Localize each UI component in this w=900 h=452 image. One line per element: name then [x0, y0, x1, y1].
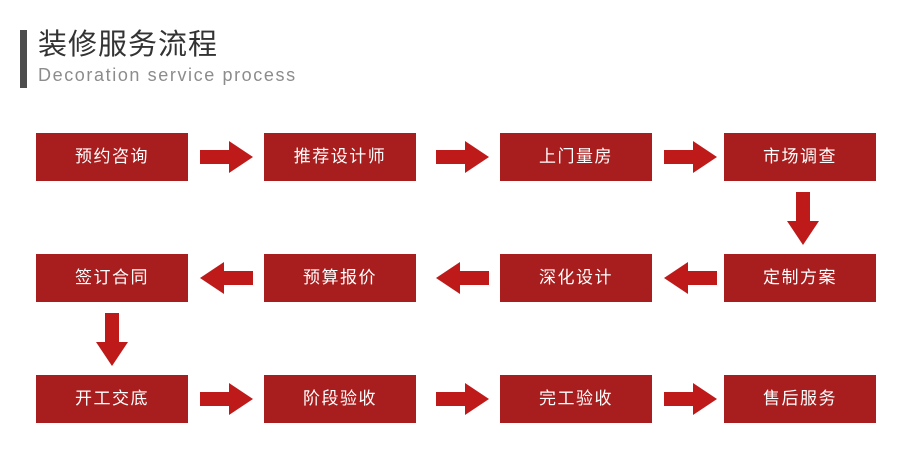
arrow-right-icon-4 — [200, 383, 253, 415]
flow-step-label: 上门量房 — [539, 147, 613, 166]
arrow-down-icon-1 — [787, 192, 819, 245]
header-accent-bar — [20, 30, 27, 88]
flow-step-label: 签订合同 — [75, 268, 149, 287]
arrow-left-icon-3 — [664, 262, 717, 294]
flow-step-label: 预约咨询 — [75, 147, 149, 166]
flow-step-label: 定制方案 — [763, 268, 837, 287]
page-subtitle: Decoration service process — [38, 65, 297, 85]
arrow-down-icon-2 — [96, 313, 128, 366]
arrow-right-icon-3 — [664, 141, 717, 173]
flow-step-3[interactable]: 上门量房 — [500, 133, 652, 181]
flow-step-label: 完工验收 — [539, 389, 613, 408]
flow-step-2[interactable]: 推荐设计师 — [264, 133, 416, 181]
flow-step-11[interactable]: 完工验收 — [500, 375, 652, 423]
arrow-left-icon-2 — [436, 262, 489, 294]
flow-step-label: 售后服务 — [763, 389, 837, 408]
flow-step-12[interactable]: 售后服务 — [724, 375, 876, 423]
flow-step-label: 开工交底 — [75, 389, 149, 408]
page-title: 装修服务流程 — [38, 29, 219, 61]
flow-step-label: 深化设计 — [539, 268, 613, 287]
flow-step-label: 阶段验收 — [303, 389, 377, 408]
arrow-right-icon-1 — [200, 141, 253, 173]
flow-step-label: 市场调查 — [763, 147, 837, 166]
flow-step-7[interactable]: 预算报价 — [264, 254, 416, 302]
flow-step-5[interactable]: 定制方案 — [724, 254, 876, 302]
arrow-left-icon-1 — [200, 262, 253, 294]
flow-step-10[interactable]: 阶段验收 — [264, 375, 416, 423]
arrow-right-icon-2 — [436, 141, 489, 173]
arrow-right-icon-6 — [664, 383, 717, 415]
flow-step-label: 预算报价 — [303, 268, 377, 287]
flow-step-9[interactable]: 开工交底 — [36, 375, 188, 423]
flow-step-label: 推荐设计师 — [293, 147, 387, 166]
flow-step-1[interactable]: 预约咨询 — [36, 133, 188, 181]
flow-step-6[interactable]: 深化设计 — [500, 254, 652, 302]
arrow-right-icon-5 — [436, 383, 489, 415]
header-text-group: 装修服务流程 Decoration service process — [38, 28, 297, 87]
flow-step-4[interactable]: 市场调查 — [724, 133, 876, 181]
flow-step-8[interactable]: 签订合同 — [36, 254, 188, 302]
